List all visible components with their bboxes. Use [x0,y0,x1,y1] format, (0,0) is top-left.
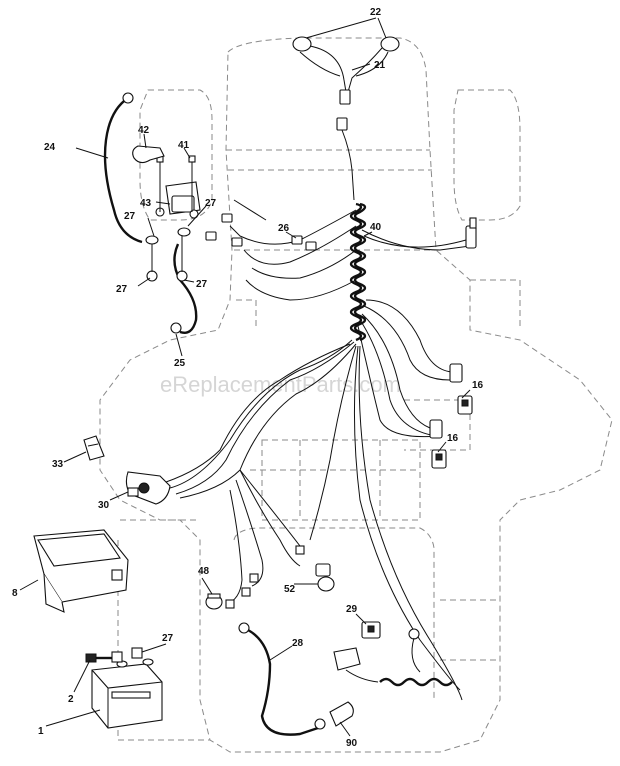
callout-21: 21 [374,60,386,71]
callout-24: 24 [44,142,56,153]
callout-16-lower: 16 [447,433,459,444]
callout-90: 90 [346,738,358,749]
boot-90 [329,701,354,727]
switch-16-lower [429,419,447,469]
wire-loom [349,202,367,342]
callout-8: 8 [12,588,18,599]
ground-cable-28 [238,622,326,736]
watermark-text: eReplacementParts.com [160,372,401,397]
callout-48: 48 [198,566,210,577]
bolt-2 [85,653,112,663]
right-plug [465,217,477,249]
battery-tray-8 [33,529,129,613]
callout-25: 25 [174,358,186,369]
pto-switch-29 [333,621,453,687]
battery-1 [91,658,163,729]
ignition-switch-30 [125,471,171,505]
callout-27-d: 27 [196,279,208,290]
callout-42: 42 [138,125,150,136]
callout-43: 43 [140,198,152,209]
solenoid-assembly [103,92,201,334]
callout-40: 40 [370,222,382,233]
callout-27-c: 27 [116,284,128,295]
callout-2: 2 [68,694,74,705]
callout-30: 30 [98,500,110,511]
callout-41: 41 [178,140,190,151]
callout-leaders [19,17,471,737]
callout-22: 22 [370,7,382,18]
callout-1: 1 [38,726,44,737]
callout-labels: 22 21 24 42 41 43 27 27 27 27 25 26 40 1… [12,7,484,749]
connector-26 [205,213,317,251]
connector-52 [315,563,335,592]
key-33 [83,435,105,461]
chassis-outline [99,37,613,753]
callout-27-e: 27 [162,633,174,644]
callout-28: 28 [292,638,304,649]
switch-16-upper [449,363,473,415]
callout-33: 33 [52,459,64,470]
callout-27-a: 27 [124,211,136,222]
bulb-48 [205,593,223,610]
callout-52: 52 [284,584,296,595]
callout-26: 26 [278,223,290,234]
callout-27-b: 27 [205,198,217,209]
callout-16-upper: 16 [472,380,484,391]
cable-clamp-27-battery [111,647,143,663]
callout-29: 29 [346,604,358,615]
connectors-mid [225,545,305,609]
headlight-assembly [292,36,400,201]
